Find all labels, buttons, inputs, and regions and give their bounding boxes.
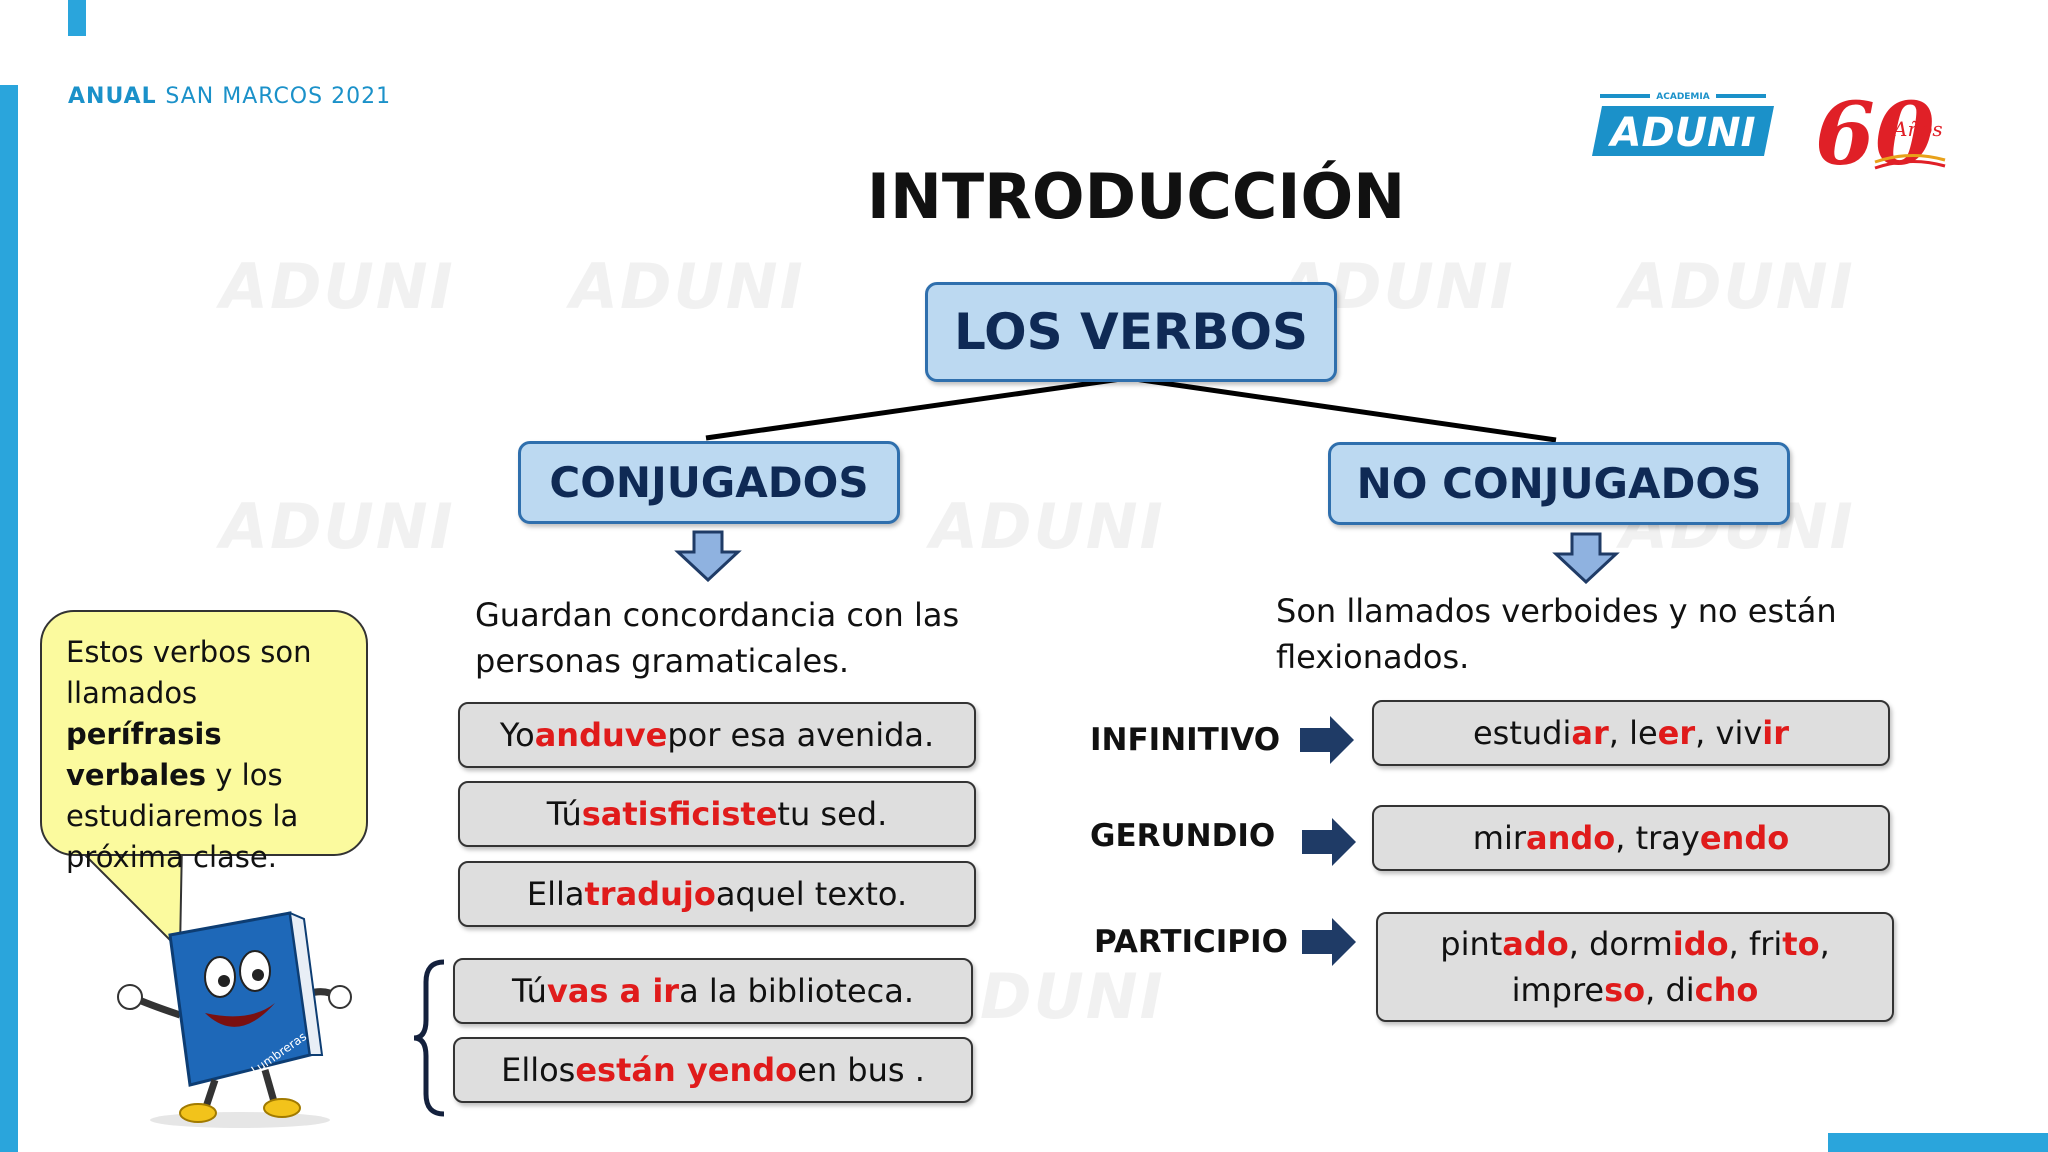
root-node-label: LOS VERBOS: [954, 303, 1308, 361]
aduni-logo-main-text: ADUNI: [1608, 110, 1756, 156]
course-header: ANUAL SAN MARCOS 2021: [68, 84, 391, 109]
aduni-logo: ACADEMIA ADUNI: [1592, 92, 1774, 156]
highlighted-verb: vas a ir: [546, 972, 680, 1010]
word-stem: , di: [1645, 971, 1695, 1009]
description-line: Guardan concordancia con las: [475, 596, 960, 634]
word-stem: , fri: [1728, 925, 1783, 963]
form-label-infinitivo: INFINITIVO: [1090, 722, 1281, 758]
highlighted-verb: anduve: [534, 716, 668, 754]
highlighted-ending: ido: [1672, 925, 1729, 963]
description-line: personas gramaticales.: [475, 642, 850, 680]
highlighted-ending: ir: [1762, 714, 1790, 752]
form-example-line: impreso, dicho: [1512, 967, 1759, 1013]
word-stem: ,: [1819, 925, 1830, 963]
bubble-bold-text: perífrasis: [66, 717, 222, 751]
form-example-line: pintado, dormido, frito,: [1440, 921, 1829, 967]
word-stem: , viv: [1695, 714, 1763, 752]
watermark: ADUNI: [570, 250, 805, 323]
form-example-infinitivo: estudiar, leer, vivir: [1372, 700, 1890, 766]
word-stem: impre: [1511, 971, 1605, 1009]
watermark: ADUNI: [930, 490, 1165, 563]
form-label-gerundio: GERUNDIO: [1090, 818, 1276, 854]
node-no-conjugados-label: NO CONJUGADOS: [1356, 459, 1762, 508]
bubble-text: Estos verbos son: [66, 635, 312, 669]
highlighted-ending: endo: [1699, 819, 1790, 857]
word-stem: mir: [1472, 819, 1526, 857]
word-stem: estudi: [1472, 714, 1572, 752]
highlighted-ending: ado: [1502, 925, 1569, 963]
book-mascot-illustration: Lumbreras: [117, 911, 352, 1128]
course-header-part1: ANUAL: [68, 84, 157, 109]
highlighted-verb: están yendo: [575, 1051, 798, 1089]
highlighted-ending: ar: [1571, 714, 1609, 752]
node-conjugados: CONJUGADOS: [518, 441, 900, 524]
sentence-text: por esa avenida.: [667, 716, 935, 754]
sentence-text: en bus .: [797, 1051, 925, 1089]
sentence-text: tu sed.: [777, 795, 888, 833]
down-arrow-icon: [1552, 532, 1620, 584]
right-arrow-icon: [1300, 716, 1354, 764]
bubble-text: llamados: [66, 676, 198, 710]
conjugados-description: Guardan concordancia con las personas gr…: [475, 592, 959, 684]
watermark: ADUNI: [1620, 250, 1855, 323]
highlighted-ending: er: [1657, 714, 1696, 752]
node-conjugados-label: CONJUGADOS: [549, 458, 869, 507]
form-label-participio: PARTICIPIO: [1094, 924, 1288, 960]
highlighted-ending: cho: [1694, 971, 1759, 1009]
word-stem: pint: [1440, 925, 1503, 963]
periphrasis-sentence-2: Ellos están yendo en bus .: [453, 1037, 973, 1103]
sentence-text: a la biblioteca.: [679, 972, 915, 1010]
anniversary-word: Años: [1891, 117, 1943, 141]
aduni-logo-small-text: ACADEMIA: [1656, 92, 1709, 102]
example-sentence-1: Yo anduve por esa avenida.: [458, 702, 976, 768]
example-sentence-2: Tú satisficiste tu sed.: [458, 781, 976, 847]
highlighted-ending: so: [1604, 971, 1646, 1009]
bottom-accent-bar: [1828, 1133, 2048, 1152]
word-stem: , le: [1608, 714, 1658, 752]
sentence-text: Tú: [546, 795, 582, 833]
slide-title-text: INTRODUCCIÓN: [866, 160, 1406, 233]
form-example-line: mirando, trayendo: [1473, 815, 1789, 861]
bubble-text: estudiaremos la: [66, 799, 299, 833]
curly-brace-icon: [413, 959, 445, 1117]
example-sentence-3: Ella tradujo aquel texto.: [458, 861, 976, 927]
highlighted-verb: satisficiste: [581, 795, 778, 833]
left-accent-bar: [0, 85, 18, 1152]
highlighted-ending: ando: [1525, 819, 1616, 857]
word-stem: , tray: [1615, 819, 1700, 857]
top-accent-bar: [68, 0, 86, 36]
form-example-participio: pintado, dormido, frito, impreso, dicho: [1376, 912, 1894, 1022]
watermark: ADUNI: [220, 250, 455, 323]
down-arrow-icon: [674, 530, 742, 582]
slide-title: INTRODUCCIÓN: [0, 160, 2048, 233]
node-no-conjugados: NO CONJUGADOS: [1328, 442, 1790, 525]
root-node-los-verbos: LOS VERBOS: [925, 282, 1337, 382]
sentence-text: aquel texto.: [715, 875, 908, 913]
no-conjugados-description: Son llamados verboides y no están flexio…: [1276, 588, 1837, 680]
sentence-text: Ellos: [501, 1051, 576, 1089]
word-stem: , dorm: [1568, 925, 1673, 963]
bubble-bold-text: verbales: [66, 758, 207, 792]
periphrasis-sentence-1: Tú vas a ir a la biblioteca.: [453, 958, 973, 1024]
speech-bubble: Estos verbos son llamados perífrasis ver…: [40, 610, 368, 874]
watermark: ADUNI: [220, 490, 455, 563]
description-line: flexionados.: [1276, 638, 1470, 676]
anniversary-number: 60: [1815, 84, 1935, 174]
sentence-text: Yo: [499, 716, 535, 754]
course-header-part2: SAN MARCOS 2021: [165, 84, 392, 109]
sentence-text: Ella: [526, 875, 585, 913]
highlighted-ending: to: [1782, 925, 1820, 963]
form-example-line: estudiar, leer, vivir: [1473, 710, 1789, 756]
bubble-text: próxima clase.: [66, 840, 277, 874]
anniversary-60-logo: 60 Años: [1815, 84, 1946, 174]
right-arrow-icon: [1302, 818, 1356, 866]
highlighted-verb: tradujo: [584, 875, 716, 913]
form-example-gerundio: mirando, trayendo: [1372, 805, 1890, 871]
description-line: Son llamados verboides y no están: [1276, 592, 1837, 630]
bubble-text: y los: [206, 758, 283, 792]
right-arrow-icon: [1302, 918, 1356, 966]
sentence-text: Tú: [511, 972, 547, 1010]
